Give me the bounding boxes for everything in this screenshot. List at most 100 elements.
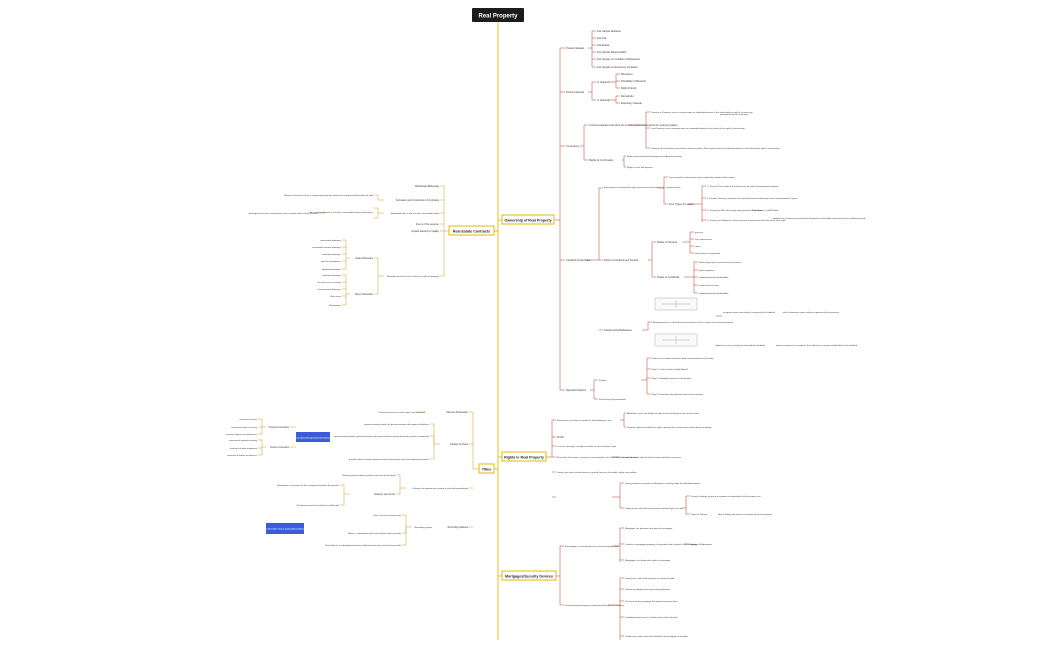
landlord-tenant-node[interactable]: Landlord-Tenant Law [566, 258, 590, 262]
formation-node[interactable]: Formation and Construction of Contracts [396, 199, 440, 202]
lease-type-3-note[interactable]: The Tenant is at Will Estate [752, 209, 779, 212]
remedy-2[interactable]: reasonable reliance damages [312, 246, 342, 249]
grantor-entry[interactable]: Right of Entry [621, 86, 637, 90]
tenancy-in-common-node[interactable]: Tenancy in Common: each co-tenant owns a… [651, 111, 753, 114]
remedy-3[interactable]: restitution damages [322, 253, 342, 256]
remedy-9[interactable]: Rescission [330, 296, 341, 298]
present-covenant-3[interactable]: covenant against encumbrances [226, 433, 258, 436]
mortgage-creation[interactable]: A mortgage is a security interest in lan… [565, 545, 619, 548]
delivery-item-2[interactable]: Acceptance is presumed if the conveyance… [277, 484, 339, 487]
root-node[interactable]: Real Property [472, 8, 524, 22]
mortgagee-node[interactable]: Mortgagee: the lender who holds the mort… [625, 559, 671, 562]
licenses-node[interactable]: Licenses: privilege, usually revocable, … [557, 445, 617, 448]
landlord-duty-4[interactable]: constructive eviction [699, 284, 719, 287]
covenants-detail[interactable]: Covenant that runs with the land is enfo… [621, 456, 682, 459]
remedy-5[interactable]: liquidated damages [322, 268, 342, 271]
grantor-reverter[interactable]: Possibility of Reverter [621, 79, 646, 83]
present-covenant-1[interactable]: covenant of seisin [239, 418, 257, 421]
assignee-privity-note[interactable]: assignee comes into privity of estate wi… [723, 311, 776, 314]
tenant-duty-2[interactable]: not commit waste [695, 238, 713, 241]
lease-type-3[interactable]: 3. Tenancy at Will: either party may ter… [707, 209, 763, 212]
estate-fee-simple-absolute[interactable]: Fee Simple Absolute [597, 29, 621, 33]
marketable-title-detail[interactable]: An unmarketable title is one that a reas… [309, 211, 373, 214]
statute-frauds-detail[interactable]: Statute of Frauds must be in writing sig… [284, 194, 374, 197]
future-covenant-3[interactable]: covenant of further assurances [227, 454, 258, 457]
assignee-privity-detail[interactable]: which terminates upon further assignment… [783, 311, 840, 314]
lease-intro-node[interactable]: A lease gives the tenant the right to po… [604, 186, 681, 189]
lease-type-4[interactable]: 4. Tenancy at Sufferance: tenant remains… [707, 219, 786, 222]
profits-node[interactable]: Profits [557, 436, 565, 439]
adverse-possession-node[interactable]: Adverse Possession [446, 411, 468, 414]
landlord-duty-5[interactable]: implied warranty of habitability [699, 292, 729, 295]
joint-tenancy-node[interactable]: Joint Tenancy: each co-tenant owns an un… [651, 127, 745, 130]
duties-landlords-node[interactable]: Duties of Landlords [657, 275, 680, 279]
lease-type-2[interactable]: 2. Periodic Tenancy: continues from peri… [707, 197, 798, 200]
grantee-remainder[interactable]: Remainder [621, 94, 634, 98]
taking-detail[interactable]: Taking occurs when the government regula… [625, 507, 683, 510]
landlord-duty-1[interactable]: deliver legal right to possession of pre… [699, 261, 742, 264]
easement-negative[interactable]: Negative: gives the holder the right to … [627, 426, 712, 429]
sublease-privity-note[interactable]: sublessee is not in privity of estate wi… [715, 344, 766, 347]
time-essence-node[interactable]: time is of the essence [416, 223, 440, 226]
concurrent-estates-node[interactable]: Concurrent Estates exist when two or mor… [589, 124, 678, 127]
tenant-duty-3[interactable]: repair [695, 245, 701, 248]
in-grantor-node[interactable]: In Grantor [597, 80, 609, 84]
mortgagor-node[interactable]: Mortgagor: the borrower who gives the mo… [625, 527, 673, 530]
cotenant-right-rent[interactable]: Rights to rent and improve [627, 166, 653, 169]
zoning-detail[interactable]: Zoning ordinances may be challenged as a… [625, 482, 701, 485]
quitclaim-deed[interactable]: quitclaim deed: conveys whatever interes… [349, 458, 430, 461]
in-grantee-node[interactable]: In Grantee [597, 98, 610, 102]
recording-note[interactable]: Shelter rule: a person who takes from a … [247, 523, 324, 534]
assignment-text[interactable]: Assignments occur when the tenant transf… [653, 321, 734, 324]
delivery-item-1[interactable]: Delivery may be made by physical transfe… [342, 474, 396, 477]
marketable-title-node[interactable]: Marketable title: a title free from reas… [391, 212, 440, 215]
easement-affirmative[interactable]: Affirmative: gives the holder the right … [627, 412, 699, 415]
tenant-duty-4[interactable]: other duties as negotiated [695, 252, 721, 255]
remedy-1[interactable]: expectation damages [320, 239, 342, 242]
branch-ownership[interactable]: Ownership of Real Property [501, 214, 555, 225]
remedy-8[interactable]: Consequential damages [317, 288, 341, 291]
foreclosure-node[interactable]: Foreclosure: sale of the property to sat… [625, 577, 675, 580]
seller-remedies-node[interactable]: Seller Remedies [355, 257, 373, 260]
estate-fee-simple-executory[interactable]: Fee Simple on Executory Limitation [597, 65, 638, 69]
remedy-10[interactable]: Reformation [329, 304, 342, 307]
takings-detail[interactable]: No-no Taking; permanent occupation of pr… [718, 513, 773, 516]
future-covenant-1[interactable]: covenant of general warranty [229, 439, 258, 442]
estate-fee-simple-condition[interactable]: Fee Simple on Condition Subsequent [597, 57, 640, 61]
purchase-money-node[interactable]: Purchase money mortgage has priority ove… [625, 600, 678, 603]
deed-node[interactable]: Transfer by Deed [450, 443, 469, 446]
buyer-remedies-node[interactable]: Buyer Remedies [355, 293, 373, 296]
fixture-step-2[interactable]: Step 2: Identify the parties in the disp… [652, 377, 692, 380]
covenants-note[interactable]: Contain a series of covenants (promises)… [281, 432, 346, 442]
recording-system[interactable]: Recording system [414, 526, 432, 529]
landlord-duty-2[interactable]: quiet enjoyment [699, 269, 715, 272]
fixtures-node[interactable]: Fixtures [599, 379, 608, 382]
easements-node[interactable]: Easements: an interest in another's land… [557, 419, 612, 422]
branch-titles[interactable]: Titles [478, 463, 495, 474]
delivery-node[interactable]: Delivery: the grantor must intend to pas… [412, 487, 468, 490]
tenant-duty-1[interactable]: pay rent [695, 231, 703, 234]
priority-node[interactable]: Priority among mortgages is determined b… [565, 604, 624, 607]
installment-node[interactable]: Installment land contract: vendor retain… [625, 616, 678, 619]
equity-redemption[interactable]: Equity of Redemption [691, 543, 713, 546]
sublease-privity-detail[interactable]: absent an express assumption, the subles… [776, 344, 858, 347]
recording-notice[interactable]: Notice: a subsequent purchaser without n… [348, 532, 402, 535]
future-covenants-node[interactable]: Future Covenants [270, 446, 290, 449]
present-covenants-node[interactable]: Present Covenants [269, 426, 290, 429]
duties-tenants-node[interactable]: Duties of Tenants [657, 240, 678, 244]
takings-note[interactable]: Scope of takings: physical occupation or… [691, 495, 761, 498]
present-covenant-2[interactable]: covenant of right to convey [231, 426, 258, 429]
adverse-requirement[interactable]: Possession must be actual, open, and not… [378, 411, 425, 414]
estate-fee-simple-determinable[interactable]: Fee Simple Determinable [597, 50, 627, 54]
recording-race[interactable]: Race: first to record prevails [374, 514, 402, 517]
branch-rights[interactable]: Rights in Real Property [501, 451, 547, 462]
branch-mortgages[interactable]: Mortgages/Security Devices [501, 570, 557, 581]
four-types-node[interactable]: Four Types of Leases [669, 202, 695, 206]
escrow-node[interactable]: Delivery via escrow [374, 493, 395, 496]
recording-race-notice[interactable]: Race-Notice: a subsequent purchaser with… [325, 544, 401, 547]
implied-warranty-node[interactable]: implied warranty of quality [411, 230, 439, 233]
recording-statutes-node[interactable]: Recording Statutes [448, 526, 469, 529]
zoning-label[interactable]: Zoning: the state's police power to regu… [557, 471, 637, 474]
lease-type-1[interactable]: 1. Term of Years: ends at a specific tim… [707, 185, 779, 188]
lease-creation-node[interactable]: Lease may be created expressly or implie… [669, 176, 736, 179]
